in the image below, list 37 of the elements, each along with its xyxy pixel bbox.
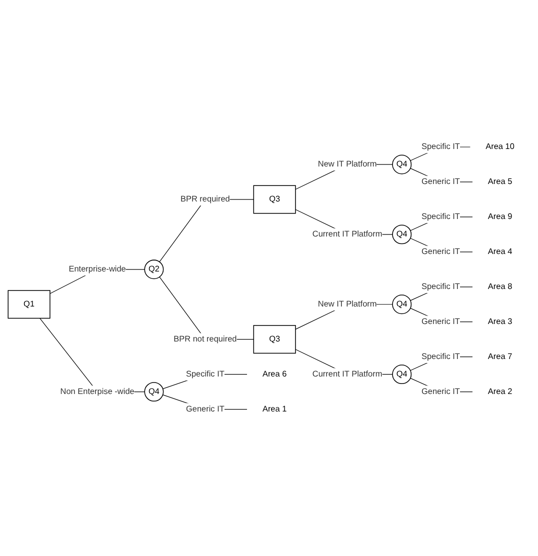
edge-label: Generic IT [186, 404, 224, 414]
edge-label: Specific IT [421, 352, 460, 361]
edge-label: Non Enterpise -wide [60, 387, 134, 396]
edge-label: Current IT Platform [312, 230, 382, 238]
node-circle: Q4 [392, 364, 412, 384]
node-box: Q1 [8, 290, 50, 318]
node-text: Area 2 [488, 387, 512, 396]
node-text: Area 9 [488, 212, 512, 221]
node-circle: Q4 [392, 154, 412, 174]
edge-label: Specific IT [421, 212, 460, 221]
edge-label: Generic IT [421, 317, 460, 326]
node-box: Q3 [253, 324, 296, 354]
node-text: Area 4 [488, 247, 512, 256]
edge-label: Current IT Platform [312, 370, 382, 378]
node-circle: Q4 [144, 382, 164, 402]
edge-label: Specific IT [421, 282, 460, 291]
node-text: Area 8 [488, 282, 512, 291]
edge-label: BPR not required [174, 334, 237, 344]
edge-label: New IT Platform [318, 300, 377, 308]
edge-label: BPR required [180, 194, 230, 204]
node-box: Q3 [253, 185, 296, 214]
node-text: Area 3 [488, 317, 512, 326]
node-text: Area 1 [262, 404, 287, 414]
edge-label: New IT Platform [318, 160, 377, 168]
node-text: Area 7 [488, 352, 512, 361]
node-circle: Q2 [144, 260, 164, 279]
node-circle: Q4 [392, 294, 412, 314]
edge-label: Specific IT [421, 142, 460, 151]
edge-label: Generic IT [421, 387, 460, 396]
edge-label: Generic IT [421, 247, 460, 256]
edge-label: Enterprise-wide [68, 264, 126, 274]
node-text: Area 5 [488, 177, 512, 186]
node-text: Area 6 [262, 370, 287, 378]
node-text: Area 10 [486, 142, 514, 151]
edge-label: Specific IT [186, 370, 224, 378]
edge-label: Generic IT [421, 177, 460, 186]
node-circle: Q4 [392, 224, 412, 244]
